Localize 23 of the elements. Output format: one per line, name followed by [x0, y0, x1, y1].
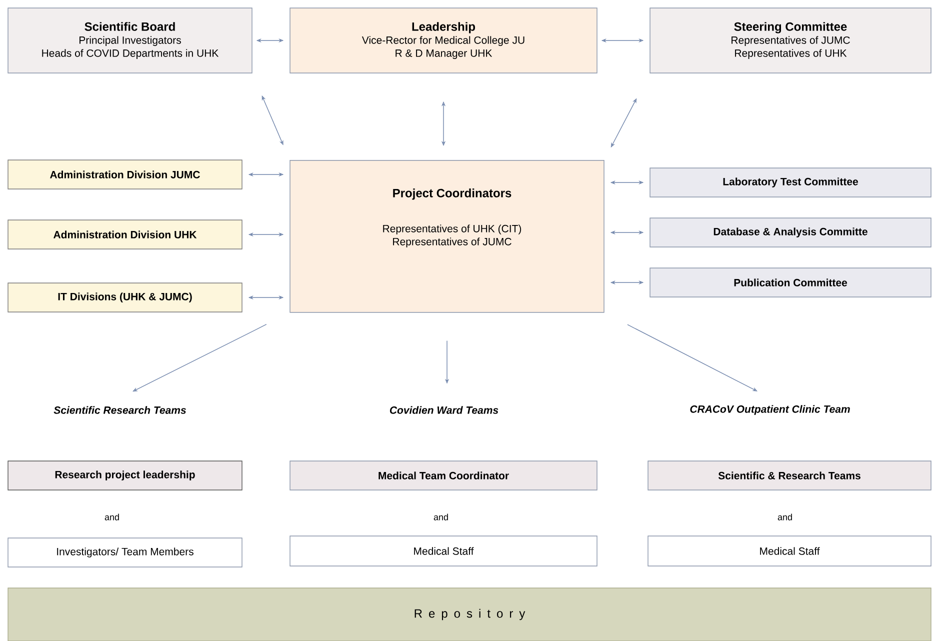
- division-box: Administration Division UHK: [8, 220, 242, 250]
- role-box: Medical Staff: [648, 536, 932, 566]
- committee-box: Database & Analysis Committe: [650, 218, 932, 248]
- board-box: Scientific Board Principal Investigators Heads of COVID Departments in UHK: [8, 8, 252, 74]
- and-label: and: [434, 514, 448, 520]
- role-box: Investigators/ Team Members: [8, 538, 242, 568]
- division-box: IT Divisions (UHK & JUMC): [8, 282, 242, 312]
- role-box: Research project leadership: [8, 460, 242, 490]
- leadership-box: Leadership Vice-Rector for Medical College JU R & D Manager UHK: [290, 8, 598, 74]
- role-box: Medical Staff: [290, 536, 598, 566]
- committee-box: Laboratory Test Committee: [650, 168, 932, 198]
- division-box: Administration Division JUMC: [8, 160, 242, 190]
- committee-box: Steering Committee Representatives of JUMC Representatives of UHK: [650, 8, 932, 74]
- role-box: Medical Team Coordinator: [290, 460, 598, 490]
- team-heading: Covidien Ward Teams: [390, 406, 498, 414]
- repository-band: R e p o s i t o r y: [8, 588, 932, 641]
- coordinators-box: Project Coordinators Representatives of UHK (CIT) Representatives of JUMC: [290, 160, 604, 313]
- and-label: and: [104, 514, 119, 520]
- committee-box: Publication Committee: [650, 268, 932, 298]
- and-label: and: [778, 514, 792, 520]
- team-heading: CRACoV Outpatient Clinic Team: [690, 405, 850, 415]
- team-heading: Scientific Research Teams: [54, 406, 186, 414]
- role-box: Scientific & Research Teams: [648, 460, 932, 490]
